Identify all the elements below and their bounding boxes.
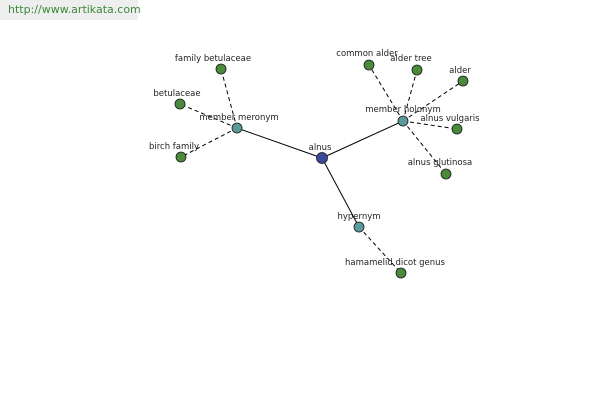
node-label-family-betulaceae[interactable]: family betulaceae xyxy=(175,54,251,64)
edge-member-holonym-to-alder xyxy=(402,80,464,122)
node-label-hamamelid-dicot-genus[interactable]: hamamelid dicot genus xyxy=(345,258,445,268)
node-member-meronym[interactable] xyxy=(231,122,243,134)
node-label-alder[interactable]: alder xyxy=(449,66,471,76)
node-label-hypernym[interactable]: hypernym xyxy=(337,212,380,222)
node-member-holonym[interactable] xyxy=(397,115,409,127)
edge-member-holonym-to-alnus-vulgaris xyxy=(402,120,458,130)
edge-member-holonym-to-alder-tree xyxy=(402,69,418,122)
edge-member-meronym-to-betulaceae xyxy=(179,103,238,129)
edge-alnus-to-member-meronym xyxy=(236,127,323,159)
node-label-alnus-vulgaris[interactable]: alnus vulgaris xyxy=(420,114,480,124)
node-label-member-meronym[interactable]: member meronym xyxy=(199,113,278,123)
node-alder[interactable] xyxy=(457,75,469,87)
node-label-alnus-glutinosa[interactable]: alnus glutinosa xyxy=(408,158,473,168)
node-hamamelid-dicot-genus[interactable] xyxy=(395,267,407,279)
edge-member-holonym-to-alnus-glutinosa xyxy=(402,120,447,175)
nodes-layer xyxy=(174,59,469,279)
node-alnus-vulgaris[interactable] xyxy=(451,123,463,135)
edge-member-meronym-to-birch-family xyxy=(180,127,238,158)
node-label-member-holonym[interactable]: member holonym xyxy=(365,105,440,115)
node-hypernym[interactable] xyxy=(353,221,365,233)
edge-member-meronym-to-family-betulaceae xyxy=(220,68,238,129)
edge-hypernym-to-hamamelid-dicot-genus xyxy=(358,226,402,274)
node-betulaceae[interactable] xyxy=(174,98,186,110)
node-label-common-alder[interactable]: common alder xyxy=(336,49,398,59)
labels-layer: alnus member meronym member holonym hyperny… xyxy=(149,49,480,268)
node-label-birch-family[interactable]: birch family xyxy=(149,142,199,152)
edge-alnus-to-hypernym xyxy=(321,157,360,228)
node-common-alder[interactable] xyxy=(363,59,375,71)
node-birch-family[interactable] xyxy=(175,151,187,163)
site-url-link[interactable]: http://www.artikata.com xyxy=(0,0,141,20)
edge-alnus-to-member-holonym xyxy=(321,120,404,159)
node-family-betulaceae[interactable] xyxy=(215,63,227,75)
edges-layer xyxy=(179,64,464,274)
node-label-alnus[interactable]: alnus xyxy=(309,143,332,153)
node-alnus-glutinosa[interactable] xyxy=(440,168,452,180)
node-alder-tree[interactable] xyxy=(411,64,423,76)
node-alnus[interactable] xyxy=(316,152,328,164)
node-label-alder-tree[interactable]: alder tree xyxy=(390,54,432,64)
edge-member-holonym-to-common-alder xyxy=(368,64,404,122)
node-label-betulaceae[interactable]: betulaceae xyxy=(153,89,200,99)
